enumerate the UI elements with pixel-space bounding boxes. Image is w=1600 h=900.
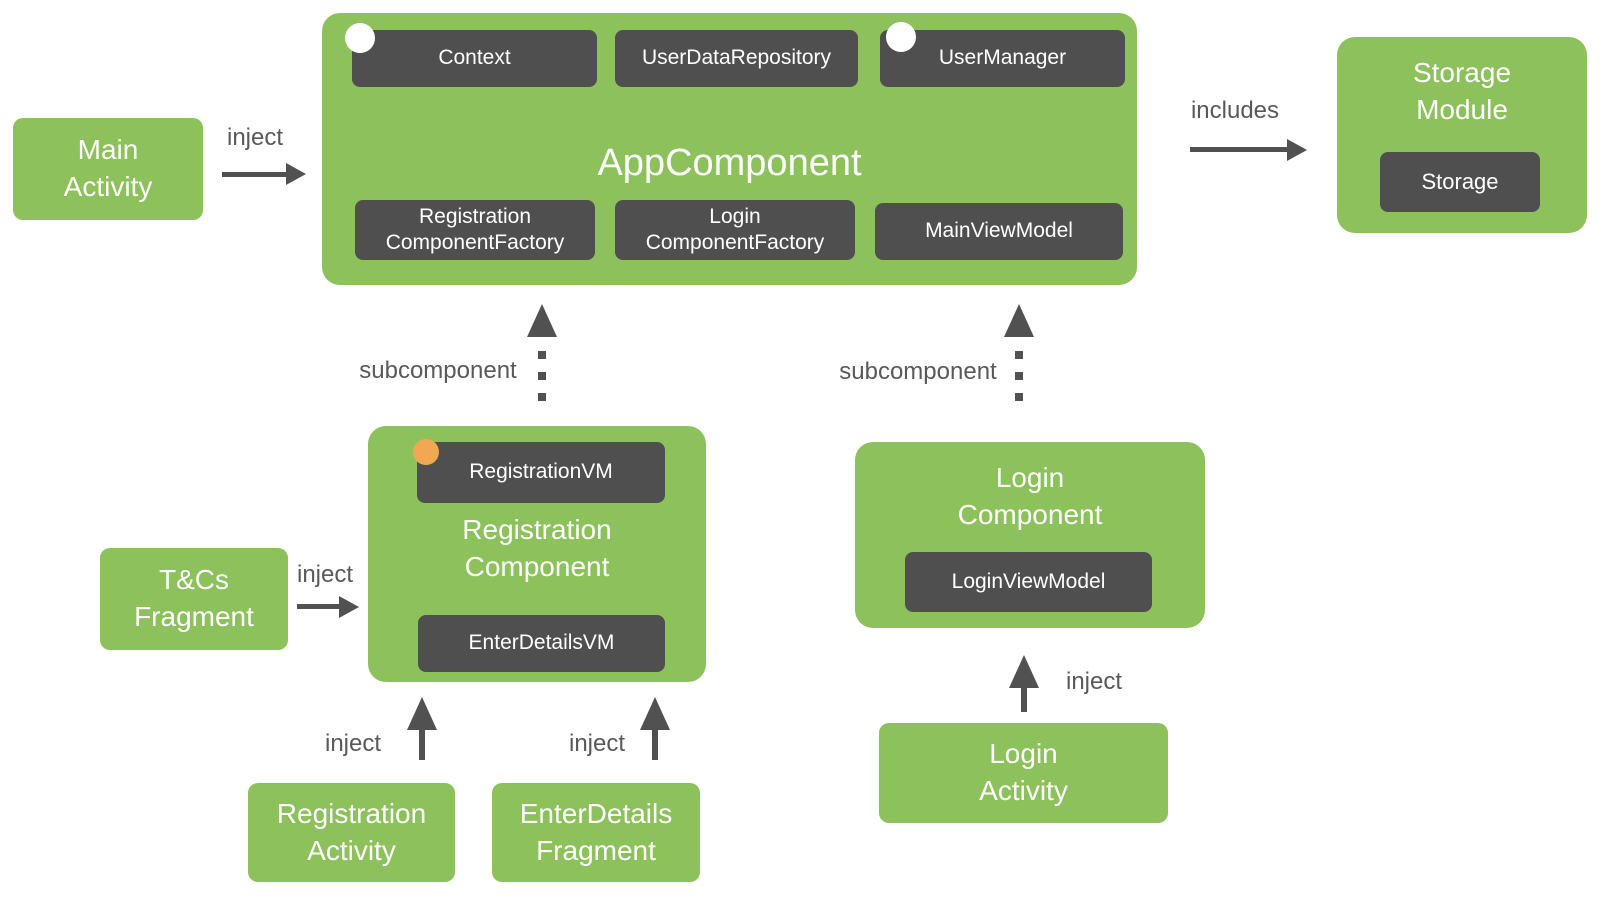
storage-module-title: Storage Module bbox=[1412, 57, 1512, 125]
chip-user-data-repository: UserDataRepository bbox=[615, 30, 858, 87]
node-registration-component: RegistrationVM Registration Component En… bbox=[368, 426, 706, 682]
edge-label-includes: includes bbox=[1190, 97, 1280, 124]
edge-label-subcomponent-login: subcomponent bbox=[839, 358, 997, 385]
node-login-component: Login Component LoginViewModel bbox=[855, 442, 1205, 628]
node-registration-activity: Registration Activity bbox=[248, 783, 455, 882]
edge-label-inject-enterdetails: inject bbox=[568, 730, 626, 757]
tcs-fragment-label: T&Cs Fragment bbox=[134, 564, 254, 632]
edge-label-inject-registration-activity: inject bbox=[324, 730, 382, 757]
node-enterdetails-fragment: EnterDetails Fragment bbox=[492, 783, 700, 882]
inject-main-arrow-icon bbox=[286, 163, 306, 185]
inject-up-arrow-icon bbox=[640, 697, 670, 730]
white-scope-dot-icon bbox=[345, 23, 375, 53]
registration-activity-label: Registration Activity bbox=[276, 797, 427, 866]
chip-enter-details-vm: EnterDetailsVM bbox=[418, 615, 665, 672]
registration-component-title: Registration Component bbox=[462, 514, 612, 582]
chip-user-manager: UserManager bbox=[880, 30, 1125, 87]
inject-tcs-arrow-shaft bbox=[297, 604, 339, 609]
node-app-component: AppComponent Context UserDataRepository … bbox=[322, 13, 1137, 285]
app-component-title: AppComponent bbox=[597, 142, 862, 184]
inject-tcs-arrow-icon bbox=[339, 596, 359, 618]
chip-login-view-model: LoginViewModel bbox=[905, 552, 1152, 612]
node-main-activity: Main Activity bbox=[13, 118, 203, 220]
chip-main-view-model: MainViewModel bbox=[875, 203, 1123, 260]
chip-registration-vm: RegistrationVM bbox=[417, 442, 665, 503]
edge-label-subcomponent-registration: subcomponent bbox=[359, 357, 517, 384]
inject-up-arrow-icon bbox=[1009, 655, 1039, 688]
edge-label-inject-tcs: inject bbox=[296, 561, 354, 588]
inject-up-arrow-shaft bbox=[652, 728, 658, 760]
node-login-activity: Login Activity bbox=[879, 723, 1168, 823]
enterdetails-fragment-label: EnterDetails Fragment bbox=[519, 797, 673, 866]
includes-arrow-icon bbox=[1287, 139, 1307, 161]
edge-label-inject-login-activity: inject bbox=[1065, 668, 1123, 695]
inject-up-arrow-shaft bbox=[1021, 686, 1027, 712]
subcomponent-arrow-dashes bbox=[1015, 351, 1023, 401]
chip-storage: Storage bbox=[1380, 152, 1540, 212]
inject-main-arrow-shaft bbox=[222, 172, 286, 177]
node-storage-module: Storage Module Storage bbox=[1337, 37, 1587, 233]
node-tcs-fragment: T&Cs Fragment bbox=[100, 548, 288, 650]
chip-registration-component-factory: Registration ComponentFactory bbox=[355, 200, 595, 260]
subcomponent-arrow-dashes bbox=[538, 351, 546, 401]
edge-label-inject-main: inject bbox=[226, 124, 284, 151]
inject-up-arrow-shaft bbox=[419, 728, 425, 760]
includes-arrow-shaft bbox=[1190, 147, 1287, 152]
chip-context: Context bbox=[352, 30, 597, 87]
main-activity-label: Main Activity bbox=[63, 134, 153, 202]
login-component-title: Login Component bbox=[957, 462, 1103, 530]
subcomponent-arrow-icon bbox=[527, 304, 557, 337]
subcomponent-arrow-icon bbox=[1004, 304, 1034, 337]
login-activity-label: Login Activity bbox=[979, 738, 1068, 806]
inject-up-arrow-icon bbox=[407, 697, 437, 730]
orange-scope-dot-icon bbox=[413, 439, 439, 465]
white-scope-dot-icon bbox=[886, 22, 916, 52]
chip-login-component-factory: Login ComponentFactory bbox=[615, 200, 855, 260]
